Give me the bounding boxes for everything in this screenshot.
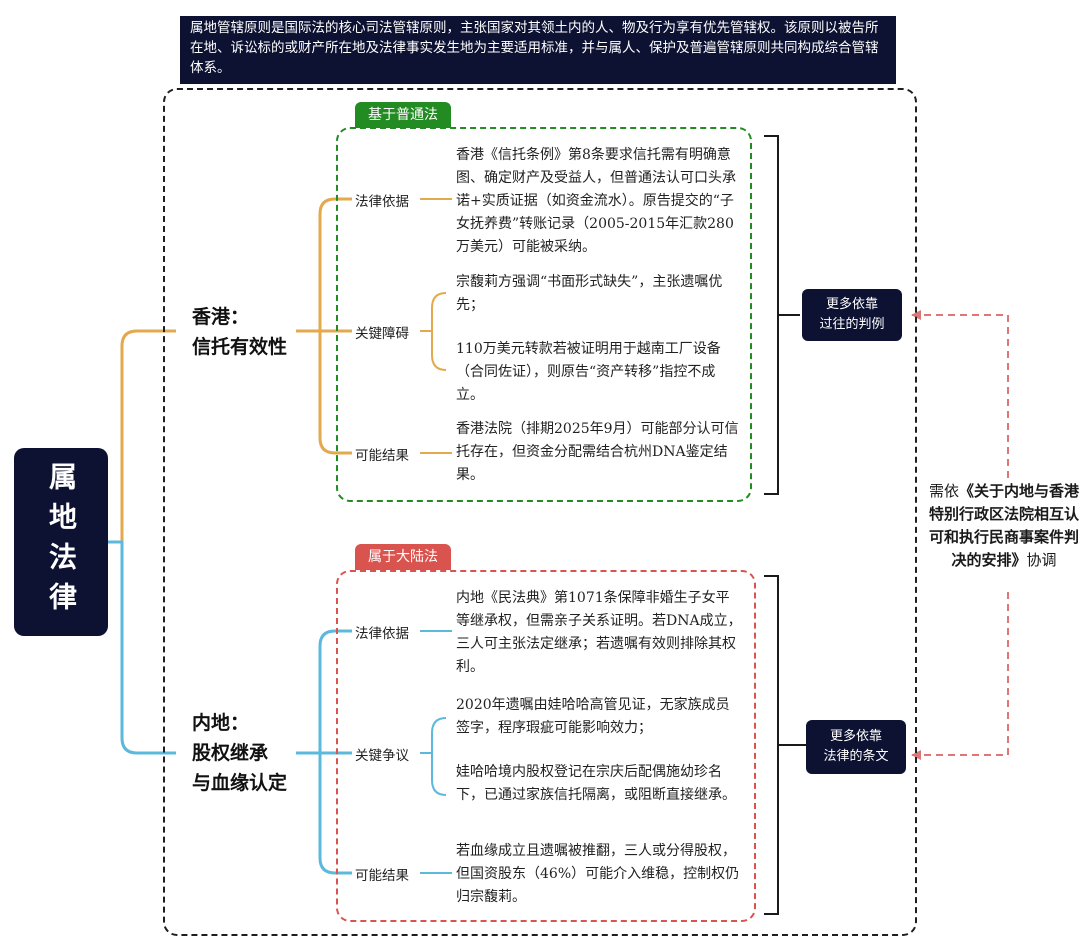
- ml-tag: 属于大陆法: [355, 544, 451, 570]
- hk-precedent-note: 更多依靠 过往的判例: [802, 289, 902, 341]
- hk-obstacle-text-2: 110万美元转款若被证明用于越南工厂设备（合同佐证），则原告“资产转移”指控不成…: [456, 341, 721, 403]
- hk-basis-text: 香港《信托条例》第8条要求信托需有明确意图、确定财产及受益人，但普通法认可口头承…: [456, 147, 736, 255]
- ml-dispute-bracket: [420, 717, 447, 796]
- ml-group-frame: [336, 570, 756, 922]
- hk-obstacle-text-1: 宗馥莉方强调“书面形式缺失”，主张遗嘱优先；: [456, 274, 723, 313]
- ml-dispute-label: 关键争议: [355, 748, 409, 764]
- coordination-arrangement: 《关于内地与香港特别行政区法院相互认可和执行民商事案件判决的安排》: [928, 482, 1080, 569]
- ml-dispute-text-2: 娃哈哈境内股权登记在宗庆后配偶施幼珍名下，已通过家族信托隔离，或阻断直接继承。: [456, 764, 736, 803]
- hk-group-frame: [336, 127, 752, 502]
- hk-result-text: 香港法院（排期2025年9月）可能部分认可信托存在，但资金分配需结合杭州DNA鉴…: [456, 421, 739, 483]
- ml-right-bracket: [764, 575, 806, 915]
- ml-result-text: 若血缘成立且遗嘱被推翻，三人或分得股权，但国资股东（46%）可能介入维稳，控制权…: [456, 843, 740, 905]
- ml-result-label: 可能结果: [355, 868, 409, 884]
- ml-region-label: 内地： 股权继承 与血缘认定: [192, 712, 288, 794]
- hk-region-label: 香港： 信托有效性: [192, 306, 288, 358]
- coordination-suffix: 协调: [1026, 551, 1057, 569]
- ml-branch-connector: [296, 629, 352, 875]
- hk-basis-label: 法律依据: [355, 194, 409, 210]
- hk-branch-connector: [296, 197, 352, 455]
- root-label: 属地法律: [45, 462, 78, 622]
- root-node: 属地法律: [14, 448, 108, 636]
- hk-result-label: 可能结果: [355, 448, 409, 464]
- ml-basis-label: 法律依据: [355, 626, 409, 642]
- intro-banner: 属地管辖原则是国际法的核心司法管辖原则，主张国家对其领土内的人、物及行为享有优先…: [180, 16, 896, 84]
- hk-right-bracket: [764, 135, 800, 495]
- coordination-note: 需依《关于内地与香港特别行政区法院相互认可和执行民商事案件判决的安排》协调: [928, 480, 1080, 572]
- hk-tag: 基于普通法: [355, 102, 451, 128]
- outer-frame: [163, 88, 917, 936]
- coordination-arrow-top: [911, 310, 1009, 478]
- ml-basis-text: 内地《民法典》第1071条保障非婚生子女平等继承权，但需亲子关系证明。若DNA成…: [456, 590, 742, 675]
- hk-obstacle-label: 关键障碍: [355, 326, 409, 342]
- root-to-ml-connector: [108, 540, 176, 755]
- ml-statute-note: 更多依靠 法律的条文: [806, 720, 906, 774]
- root-to-hk-connector: [108, 329, 176, 544]
- hk-obstacle-bracket: [420, 292, 447, 371]
- coordination-arrow-bottom: [911, 592, 1009, 760]
- ml-dispute-text-1: 2020年遗嘱由娃哈哈高管见证，无家族成员签字，程序瑕疵可能影响效力；: [456, 697, 730, 736]
- coordination-prefix: 需依: [928, 482, 959, 500]
